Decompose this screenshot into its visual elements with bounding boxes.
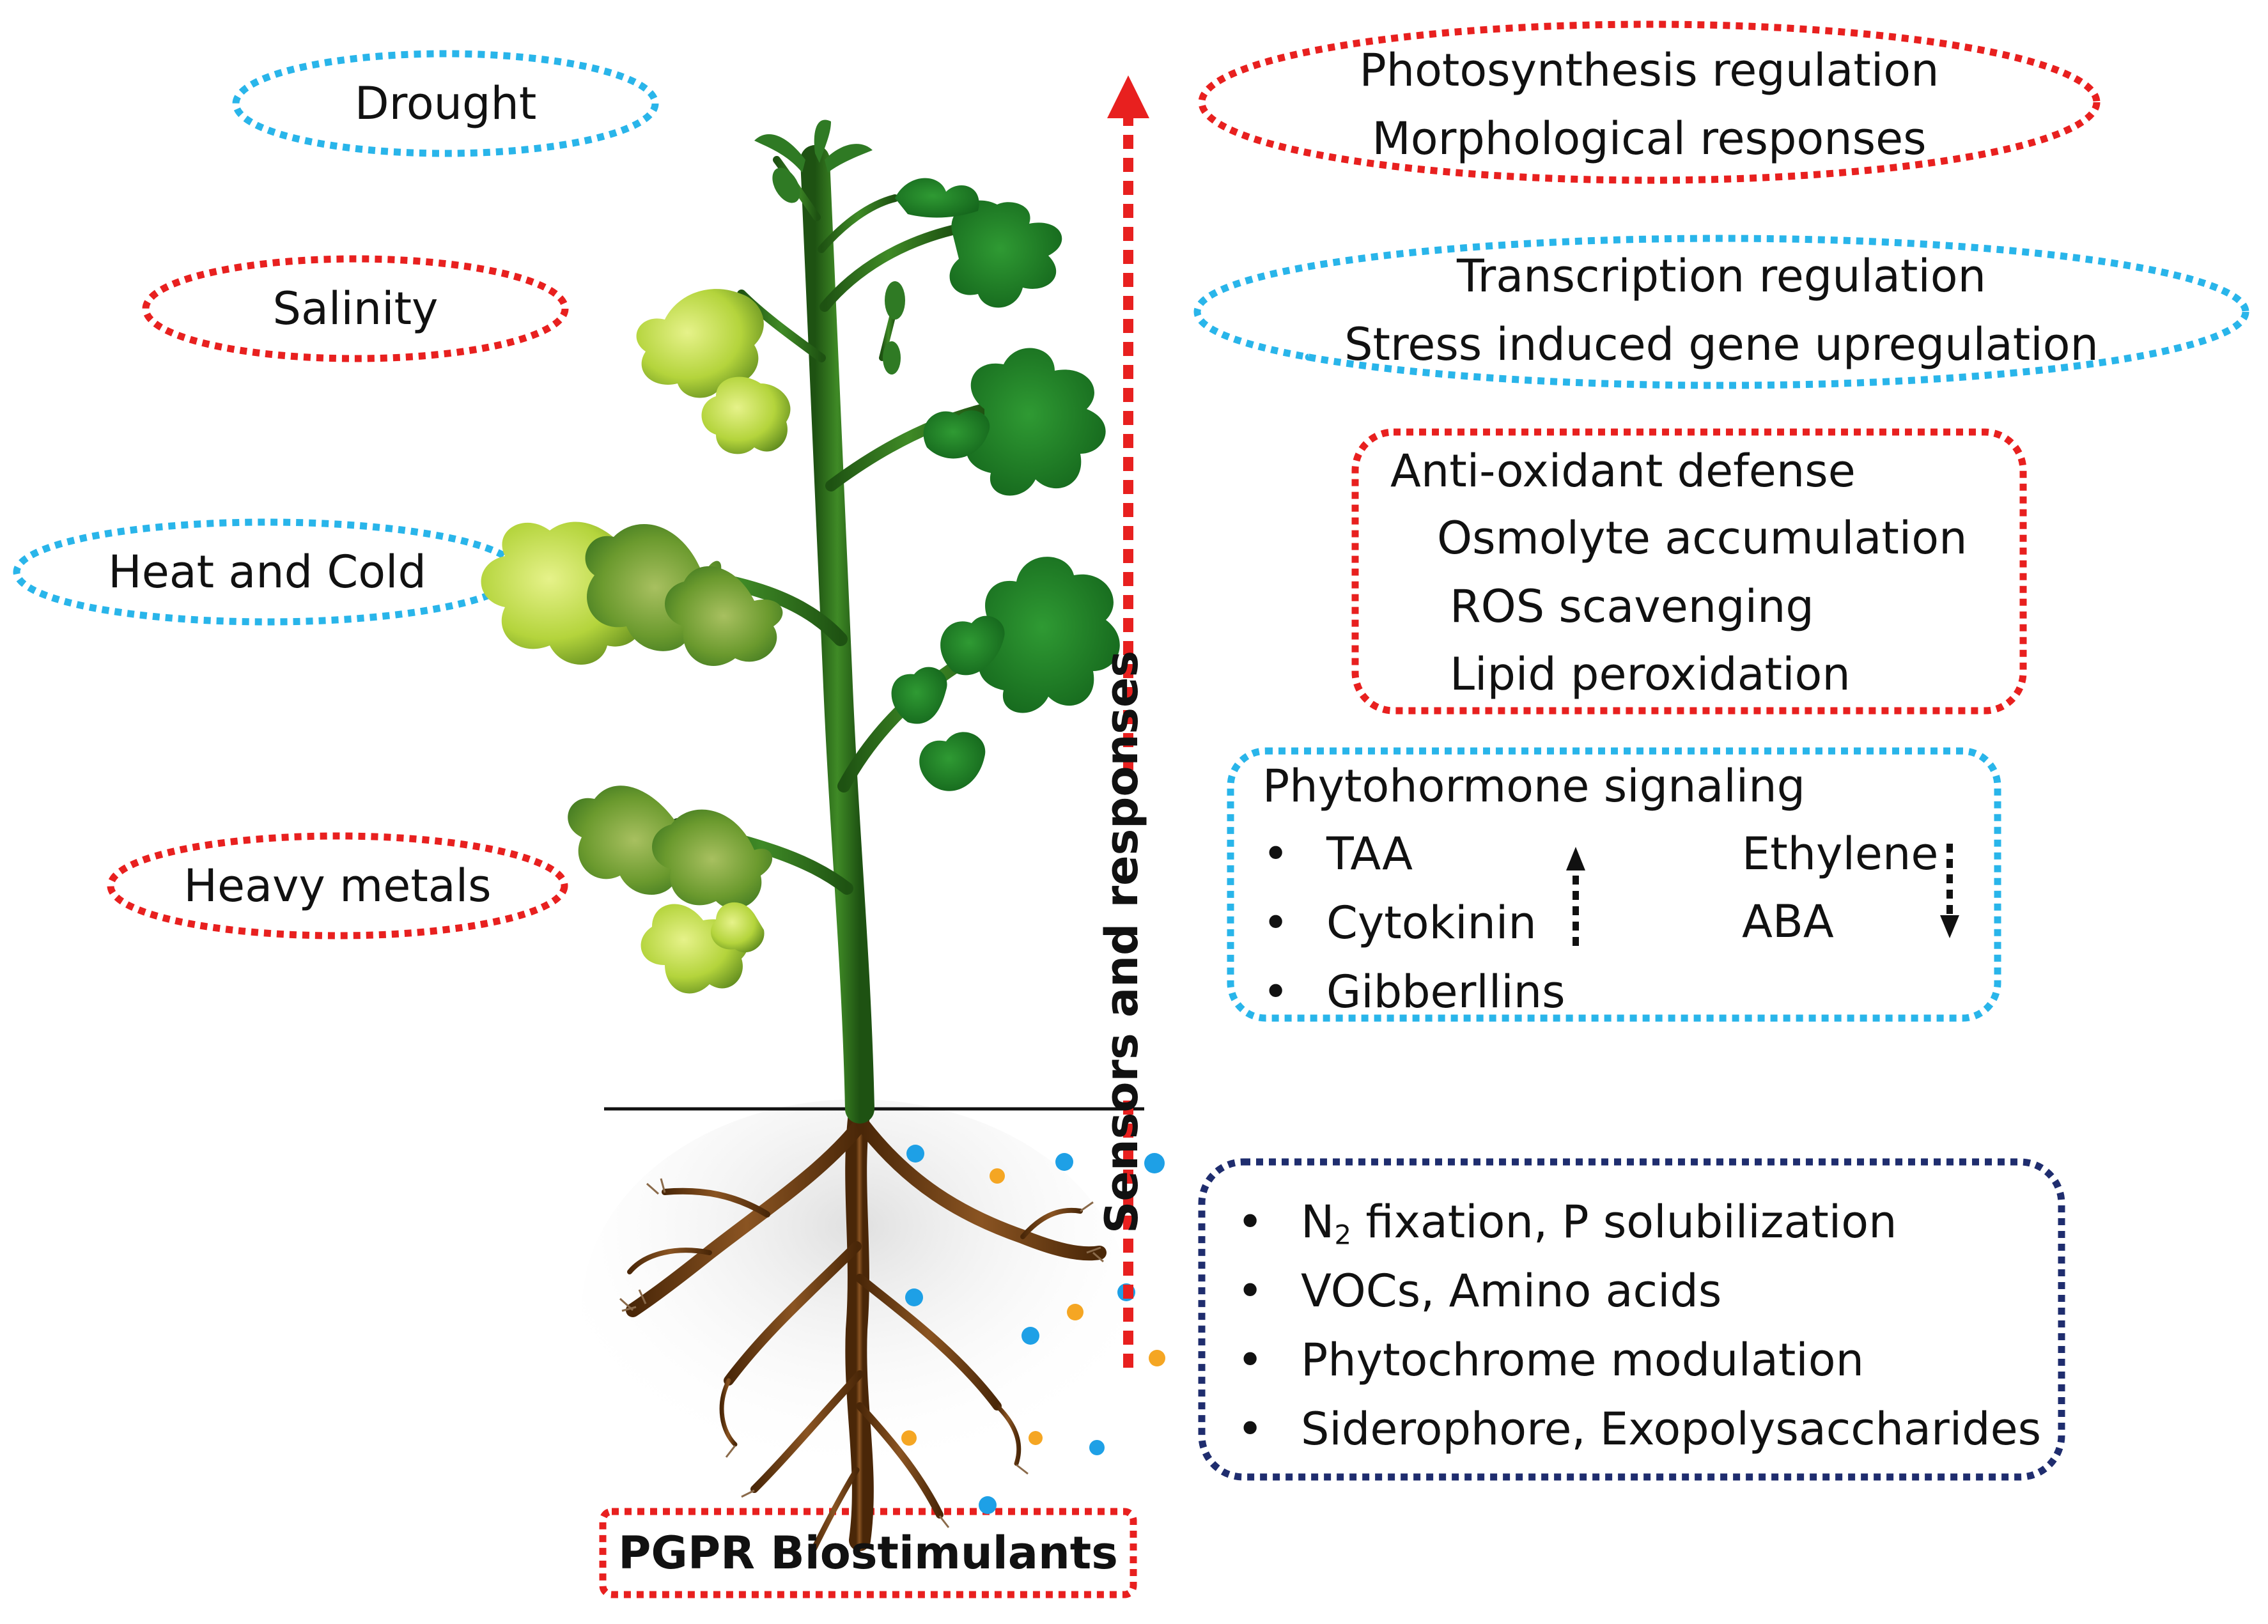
pgpr-biostimulants-label: PGPR Biostimulants [618,1527,1118,1579]
phytohormone-up-list: TAA Cytokinin Gibberllins [1262,819,1565,1026]
down-arrow-icon [1940,844,1959,938]
pgpr-mechanism-item: Phytochrome modulation [1237,1326,2041,1395]
phytohormone-box [1227,747,2001,1022]
photosynthesis-ellipse [1198,20,2101,184]
plant-roots [626,1098,1107,1556]
stressed-leaves [481,289,791,994]
drought-label: Drought [354,77,537,130]
antioxidant-line-2: Osmolyte accumulation [1437,512,1968,564]
response-arrow [1107,75,1149,1368]
pgpr-mechanism-item: VOCs, Amino acids [1237,1257,2041,1326]
heavy-metals-label: Heavy metals [183,860,492,912]
plant-buds [754,120,905,375]
transcription-line-2: Stress induced gene upregulation [1344,318,2099,371]
microbe-dots [901,1145,1165,1514]
mechanism-pre: Phytochrome modulation [1301,1334,1864,1386]
pgpr-mechanism-item: Siderophore, Exopolysaccharides [1237,1395,2041,1464]
hormone-item: Gibberllins [1262,957,1565,1026]
pgpr-mechanisms-box [1198,1158,2065,1481]
mechanism-pre: Siderophore, Exopolysaccharides [1301,1403,2042,1455]
hormone-aba: ABA [1742,895,1834,948]
sensors-responses-label: Sensors and responses [1096,650,1148,1233]
salinity-label: Salinity [272,282,439,335]
root-hairs [619,1178,1104,1528]
transcription-line-1: Transcription regulation [1456,250,1987,302]
mechanism-sub: 2 [1334,1219,1352,1251]
hormone-ethylene: Ethylene [1742,828,1939,880]
antioxidant-line-3: ROS scavenging [1450,580,1814,633]
pgpr-mechanisms-list: N2 fixation, P solubilization VOCs, Amin… [1237,1187,2041,1464]
healthy-leaves [891,178,1120,791]
pgpr-mechanism-item: N2 fixation, P solubilization [1237,1187,2041,1257]
heavy-metals-ellipse [107,832,568,940]
hormone-item: TAA [1262,819,1565,888]
up-arrow-icon [1566,847,1585,946]
heat-cold-label: Heat and Cold [108,546,426,598]
transcription-ellipse [1193,235,2249,389]
antioxidant-line-1: Anti-oxidant defense [1390,445,1856,497]
photosynthesis-line-2: Morphological responses [1372,112,1927,165]
phytohormone-title: Phytohormone signaling [1262,760,1806,812]
photosynthesis-line-1: Photosynthesis regulation [1359,44,1939,97]
salinity-ellipse [142,255,569,362]
antioxidant-line-4: Lipid peroxidation [1450,648,1851,700]
mechanism-pre: VOCs, Amino acids [1301,1265,1722,1317]
mechanism-post: fixation, P solubilization [1351,1196,1897,1248]
mechanism-pre: N [1301,1196,1335,1248]
drought-ellipse [232,50,659,157]
antioxidant-box [1351,428,2027,715]
hormone-item: Cytokinin [1262,888,1565,957]
